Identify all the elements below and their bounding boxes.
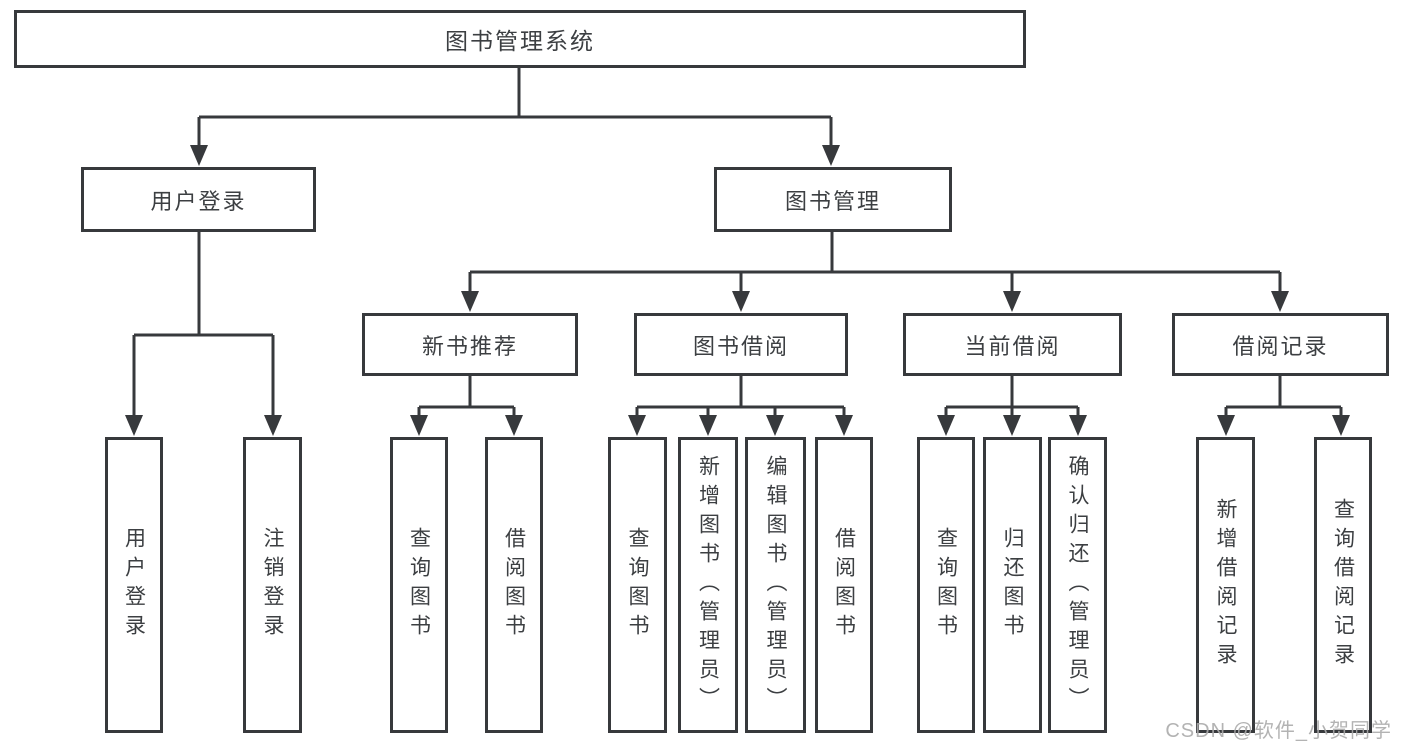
leaf-edit-book-admin: 编辑图书（管理员）: [745, 437, 806, 733]
leaf-add-book-admin: 新增图书（管理员）: [678, 437, 738, 733]
node-book-borrowing: 图书借阅: [634, 313, 848, 376]
leaf-query-books-current: 查询图书: [917, 437, 975, 733]
node-user-login: 用户登录: [81, 167, 316, 232]
node-borrowing-records: 借阅记录: [1172, 313, 1389, 376]
arrowheads: [125, 145, 1350, 436]
watermark: CSDN @软件_小贺同学: [1165, 720, 1392, 742]
leaf-query-borrow-record: 查询借阅记录: [1314, 437, 1372, 733]
node-new-book-recommendation: 新书推荐: [362, 313, 578, 376]
leaf-return-books: 归还图书: [983, 437, 1042, 733]
leaf-add-borrow-record: 新增借阅记录: [1196, 437, 1255, 733]
leaf-query-books-recommend: 查询图书: [390, 437, 448, 733]
node-book-management: 图书管理: [714, 167, 952, 232]
leaf-query-books-borrowing: 查询图书: [608, 437, 667, 733]
leaf-borrow-books-borrowing: 借阅图书: [815, 437, 873, 733]
leaf-logout: 注销登录: [243, 437, 302, 733]
leaf-borrow-books-recommend: 借阅图书: [485, 437, 543, 733]
node-current-borrowing: 当前借阅: [903, 313, 1122, 376]
node-library-management-system: 图书管理系统: [14, 10, 1026, 68]
leaf-confirm-return-admin: 确认归还（管理员）: [1048, 437, 1107, 733]
leaf-user-login: 用户登录: [105, 437, 163, 733]
